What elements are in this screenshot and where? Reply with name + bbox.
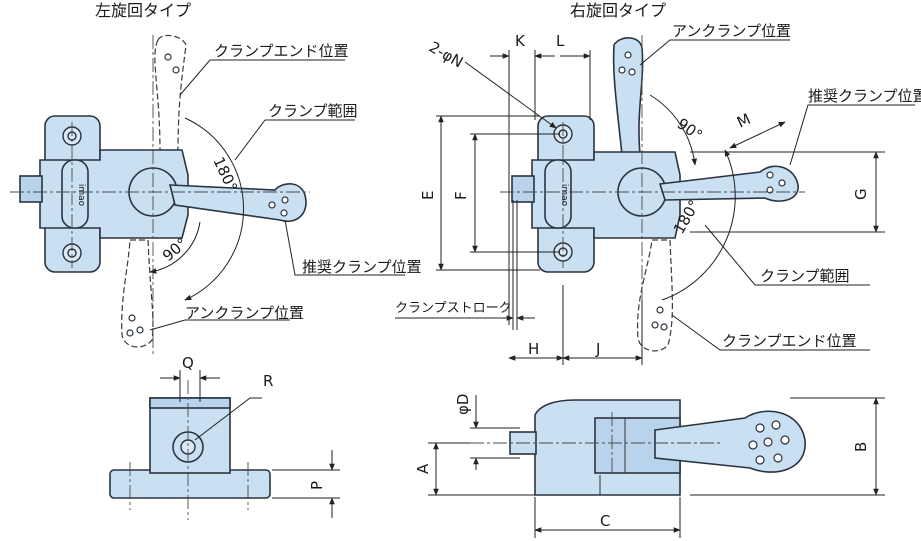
dim-n-leader bbox=[464, 61, 557, 129]
left-ghost-dot bbox=[164, 53, 172, 61]
dim-label-m: M bbox=[734, 110, 753, 132]
dim-label-h: H bbox=[528, 340, 539, 358]
left-label-clamp-range: クランプ範囲 bbox=[268, 102, 358, 120]
left-top-view: imao bbox=[10, 34, 405, 355]
left-leader-clamp-end bbox=[179, 59, 345, 96]
left-arc-90 bbox=[149, 221, 201, 274]
right-leader-recommended bbox=[789, 104, 915, 166]
dim-label-c: C bbox=[600, 512, 610, 530]
left-arc-180 bbox=[184, 117, 245, 301]
right-leader-clamp-end bbox=[671, 314, 870, 351]
right-leader-unclamp bbox=[639, 39, 790, 66]
left-ghost-dot bbox=[172, 66, 180, 74]
left-front-base bbox=[109, 469, 271, 499]
right-side-port bbox=[511, 175, 535, 203]
right-front-arm-dot bbox=[755, 455, 765, 465]
right-leader-clamp-range bbox=[704, 224, 870, 286]
left-leader-unclamp bbox=[149, 319, 290, 331]
left-label-angle-90: 90° bbox=[159, 234, 191, 265]
left-ghost-dot bbox=[126, 329, 134, 337]
dim-label-p: P bbox=[308, 481, 326, 490]
left-ghost-arm-up bbox=[154, 34, 187, 151]
right-label-unclamp: アンクランプ位置 bbox=[672, 22, 791, 40]
right-ghost-dot bbox=[660, 323, 668, 331]
brand-logo-right: imao bbox=[559, 184, 569, 207]
right-label-clamp-range: クランプ範囲 bbox=[760, 267, 850, 285]
right-arm-dot bbox=[766, 186, 774, 194]
left-front-top-plate bbox=[149, 397, 231, 409]
left-side-port bbox=[19, 175, 43, 203]
right-label-recommended: 推奨クランプ位置 bbox=[808, 87, 921, 105]
dim-label-q: Q bbox=[182, 354, 194, 372]
right-front-arm-dot bbox=[755, 423, 765, 433]
left-nameplate bbox=[61, 159, 89, 229]
right-label-clamp-end: クランプエンド位置 bbox=[722, 332, 857, 350]
left-label-clamp-end: クランプエンド位置 bbox=[214, 42, 349, 60]
right-label-angle-90: 90° bbox=[674, 115, 706, 145]
dim-label-g: G bbox=[852, 188, 870, 200]
dim-label-f: F bbox=[452, 191, 470, 200]
dim-m-line bbox=[729, 121, 786, 149]
right-front-arm-dot bbox=[773, 453, 783, 463]
right-arm-up-dot bbox=[624, 51, 632, 59]
right-arc-90 bbox=[649, 94, 698, 166]
right-front-arm-dot bbox=[763, 437, 773, 447]
right-arm-dot bbox=[766, 171, 774, 179]
left-arm bbox=[168, 183, 307, 222]
left-label-recommended: 推奨クランプ位置 bbox=[302, 258, 422, 276]
right-label-hole: 2-φN bbox=[426, 38, 466, 72]
left-arm-dot bbox=[268, 201, 276, 209]
right-label-clamp-stroke: クランプストローク bbox=[395, 301, 512, 316]
dim-label-k: K bbox=[515, 32, 526, 50]
left-arm-dot bbox=[281, 196, 289, 204]
right-front-view bbox=[428, 395, 885, 538]
right-arm-dot bbox=[778, 179, 786, 187]
right-ghost-dot bbox=[656, 306, 664, 314]
right-front-arm-dot bbox=[771, 420, 781, 430]
dim-label-j: J bbox=[595, 340, 600, 358]
left-ghost-arm-down bbox=[121, 239, 154, 348]
brand-logo-left: imao bbox=[76, 184, 86, 207]
right-front-arm bbox=[654, 410, 806, 473]
title-left-type: 左旋回タイプ bbox=[95, 1, 191, 20]
dim-label-b: B bbox=[852, 442, 870, 452]
right-arm-up-dot bbox=[618, 66, 626, 74]
dim-r-leader bbox=[194, 397, 262, 441]
left-arm-dot bbox=[280, 209, 288, 217]
dim-label-d: φD bbox=[454, 394, 472, 415]
left-front-view bbox=[109, 370, 340, 520]
right-nameplate bbox=[544, 159, 572, 229]
left-leader-clamp-range bbox=[234, 119, 355, 161]
right-ghost-dot bbox=[651, 321, 659, 329]
right-arm bbox=[658, 165, 799, 202]
right-front-arm-dot bbox=[748, 440, 758, 450]
title-right-type: 右旋回タイプ bbox=[570, 1, 666, 20]
dim-label-a: A bbox=[414, 463, 432, 474]
dim-label-e: E bbox=[419, 191, 437, 200]
right-ghost-arm-down bbox=[636, 239, 673, 352]
left-leader-recommended bbox=[284, 219, 405, 276]
right-arc-180 bbox=[661, 149, 736, 301]
left-ghost-dot bbox=[128, 314, 136, 322]
dim-label-l: L bbox=[556, 32, 565, 50]
right-arm-up-dot bbox=[628, 68, 636, 76]
dim-label-r: R bbox=[263, 372, 273, 390]
right-front-arm-dot bbox=[780, 435, 790, 445]
right-top-view: imao bbox=[395, 35, 915, 365]
left-ghost-dot bbox=[136, 326, 144, 334]
left-label-unclamp: アンクランプ位置 bbox=[185, 304, 304, 322]
